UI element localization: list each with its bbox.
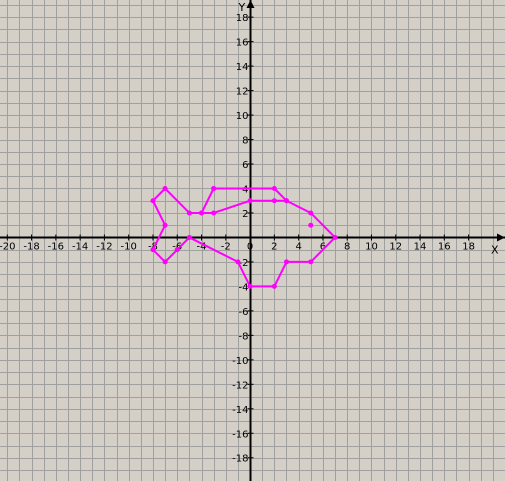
y-tick-label: -12 — [232, 380, 248, 391]
y-tick-label: 12 — [236, 87, 249, 98]
x-tick-label: 14 — [414, 242, 427, 253]
data-point — [186, 234, 192, 240]
data-point — [308, 222, 314, 228]
y-tick-label: 14 — [236, 62, 249, 73]
x-tick-label: 0 — [247, 242, 253, 253]
x-tick-label: -20 — [0, 242, 15, 253]
y-tick-label: -6 — [239, 307, 249, 318]
data-point — [271, 283, 277, 289]
x-tick-label: -2 — [221, 242, 231, 253]
y-tick-label: 10 — [236, 111, 249, 122]
y-tick-label: -18 — [232, 454, 248, 465]
x-tick-label: -6 — [172, 242, 182, 253]
y-tick-label: 6 — [242, 160, 248, 171]
x-tick-label: -12 — [96, 242, 112, 253]
data-point — [211, 185, 217, 191]
data-point — [332, 234, 338, 240]
x-axis-label: X — [491, 244, 499, 257]
data-point — [150, 198, 156, 204]
data-point — [186, 210, 192, 216]
x-axis-arrow-icon — [497, 233, 505, 242]
x-tick-label: 10 — [365, 242, 378, 253]
y-tick-label: 18 — [236, 13, 249, 24]
y-axis-label: Y — [238, 1, 246, 14]
data-point — [247, 283, 253, 289]
shape-outline — [151, 187, 337, 288]
x-tick-label: 8 — [344, 242, 350, 253]
y-tick-label: -16 — [232, 429, 248, 440]
data-point — [271, 198, 277, 204]
y-tick-label: -2 — [239, 258, 249, 269]
x-tick-label: 16 — [438, 242, 451, 253]
x-tick-label: -8 — [148, 242, 158, 253]
y-tick-label: 2 — [242, 209, 248, 220]
x-tick-label: -10 — [121, 242, 137, 253]
y-tick-label: 16 — [236, 38, 249, 49]
fish-shape — [150, 185, 338, 289]
x-tick-label: -14 — [72, 242, 88, 253]
data-point — [283, 259, 289, 265]
y-tick-label: -14 — [232, 405, 248, 416]
y-tick-label: 4 — [242, 184, 248, 195]
data-point — [150, 247, 156, 253]
y-tick-label: 8 — [242, 136, 248, 147]
x-tick-label: 12 — [389, 242, 402, 253]
x-tick-label: 4 — [295, 242, 301, 253]
data-point — [247, 198, 253, 204]
data-point — [162, 259, 168, 265]
data-point — [162, 185, 168, 191]
x-tick-label: 6 — [320, 242, 326, 253]
data-point — [271, 185, 277, 191]
y-tick-label: -10 — [232, 356, 248, 367]
data-point — [211, 210, 217, 216]
data-point — [199, 210, 205, 216]
x-tick-label: -18 — [23, 242, 39, 253]
data-point — [308, 259, 314, 265]
data-point — [235, 259, 241, 265]
x-tick-label: 2 — [271, 242, 277, 253]
x-tick-label: -16 — [48, 242, 64, 253]
data-point — [283, 198, 289, 204]
data-point — [162, 222, 168, 228]
y-tick-label: -8 — [239, 331, 249, 342]
x-tick-label: 18 — [462, 242, 475, 253]
data-point — [174, 247, 180, 253]
x-tick-label: -4 — [197, 242, 207, 253]
y-tick-label: -4 — [239, 282, 249, 293]
y-axis-arrow-icon — [246, 0, 255, 8]
data-point — [308, 210, 314, 216]
